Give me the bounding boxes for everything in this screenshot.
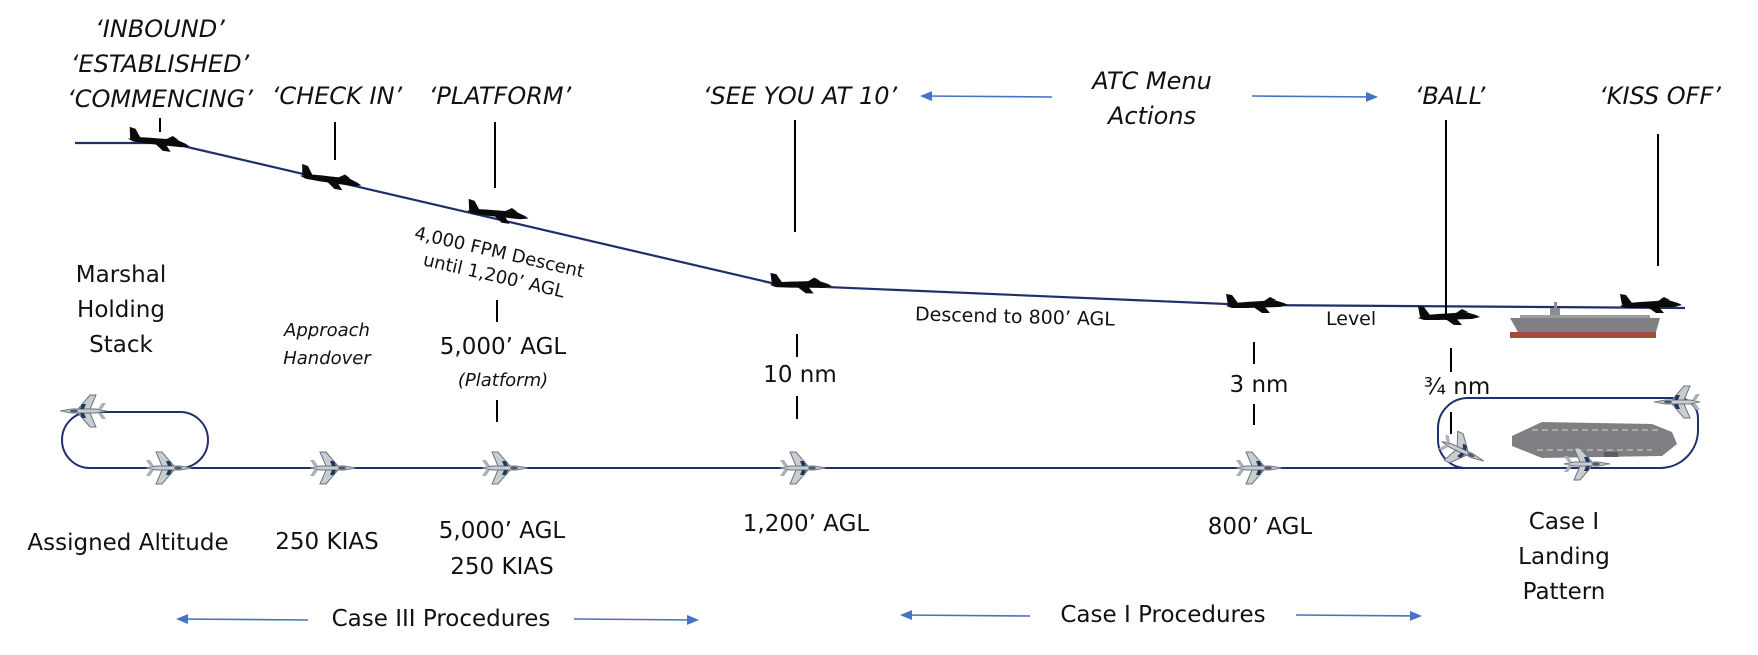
call-ball: ‘BALL’ xyxy=(1414,82,1486,110)
jet-ball-icon xyxy=(1418,306,1480,325)
call-check-in: ‘CHECK IN’ xyxy=(271,82,403,110)
approach-handover-label: Approach Handover xyxy=(283,317,371,373)
platform-speed-line-2: 250 KIAS xyxy=(450,554,554,580)
case-iii-arrow-left xyxy=(176,614,309,625)
call-kiss-off: ‘KISS OFF’ xyxy=(1599,82,1721,110)
platform-altitude-label: 5,000’ AGL xyxy=(439,334,567,360)
descent-profile-line xyxy=(75,141,1686,310)
level-label: Level xyxy=(1326,308,1377,330)
carrier-top-icon xyxy=(1512,422,1677,458)
call-inbound-group: ‘INBOUND’ ‘ESTABLISHED’ ‘COMMENCING’ xyxy=(67,12,253,117)
call-see-you-at-10: ‘SEE YOU AT 10’ xyxy=(702,82,898,110)
marshal-line-1: Marshal xyxy=(75,262,167,288)
case-i-procedures-label: Case I Procedures xyxy=(1060,602,1266,628)
fpm-descent-label: 4,000 FPM Descent until 1,200’ AGL xyxy=(412,223,586,303)
platform-speed-line-1: 5,000’ AGL xyxy=(438,518,566,544)
platform-speed-label: 5,000’ AGL 250 KIAS xyxy=(439,513,565,585)
marshal-holding-stack-label: Marshal Holding Stack xyxy=(76,258,166,363)
atc-arrow-left xyxy=(920,91,1053,102)
atc-menu-line-1: ATC Menu xyxy=(1092,67,1212,95)
atc-menu-label: ATC Menu Actions xyxy=(1092,64,1212,134)
case-i-line-1: Case I xyxy=(1528,509,1600,535)
call-established: ‘ESTABLISHED’ xyxy=(70,50,250,78)
call-inbound: ‘INBOUND’ xyxy=(95,15,225,43)
jet-kiss-off-icon xyxy=(1620,294,1682,313)
case-i-line-3: Pattern xyxy=(1522,579,1606,605)
jet-10nm-icon xyxy=(769,272,833,295)
marshal-line-3: Stack xyxy=(89,332,153,358)
case-i-line-2: Landing xyxy=(1518,544,1610,570)
agl-800-label: 800’ AGL xyxy=(1207,514,1313,540)
distance-3nm: 3 nm xyxy=(1229,372,1289,398)
case-i-arrow-left xyxy=(900,610,1031,621)
jet-assigned-altitude-icon xyxy=(145,451,193,485)
call-commencing: ‘COMMENCING’ xyxy=(67,85,253,113)
jet-check-in-icon xyxy=(298,163,364,194)
jet-1200-agl-icon xyxy=(779,451,827,485)
jet-800-agl-icon xyxy=(1235,451,1283,485)
jet-3nm-icon xyxy=(1226,294,1288,313)
carrier-side-icon xyxy=(1510,302,1660,338)
approach-line-1: Approach xyxy=(284,320,370,341)
assigned-altitude-label: Assigned Altitude xyxy=(27,530,229,556)
marshal-line-2: Holding xyxy=(77,297,165,323)
case-i-pattern-label: Case I Landing Pattern xyxy=(1518,505,1610,610)
jet-platform-icon xyxy=(466,198,531,227)
kias-250-label: 250 KIAS xyxy=(275,529,379,555)
jet-pattern-downwind-icon xyxy=(1653,385,1701,419)
agl-1200-label: 1,200’ AGL xyxy=(742,511,870,537)
jet-holding-icon xyxy=(59,394,107,428)
case-i-arrow-right xyxy=(1295,610,1422,621)
jet-250-kias-icon xyxy=(309,451,357,485)
call-platform: ‘PLATFORM’ xyxy=(428,82,572,110)
atc-menu-line-2: Actions xyxy=(1107,102,1197,130)
approach-line-2: Handover xyxy=(283,348,371,369)
case-iii-arrow-right xyxy=(573,614,699,625)
distance-three-quarter-nm: ¾ nm xyxy=(1423,374,1491,400)
case-iii-procedures-label: Case III Procedures xyxy=(331,606,551,632)
distance-10nm: 10 nm xyxy=(763,362,837,388)
atc-arrow-right xyxy=(1251,91,1378,102)
jet-platform-top-icon xyxy=(481,451,529,485)
platform-note: (Platform) xyxy=(457,370,549,391)
